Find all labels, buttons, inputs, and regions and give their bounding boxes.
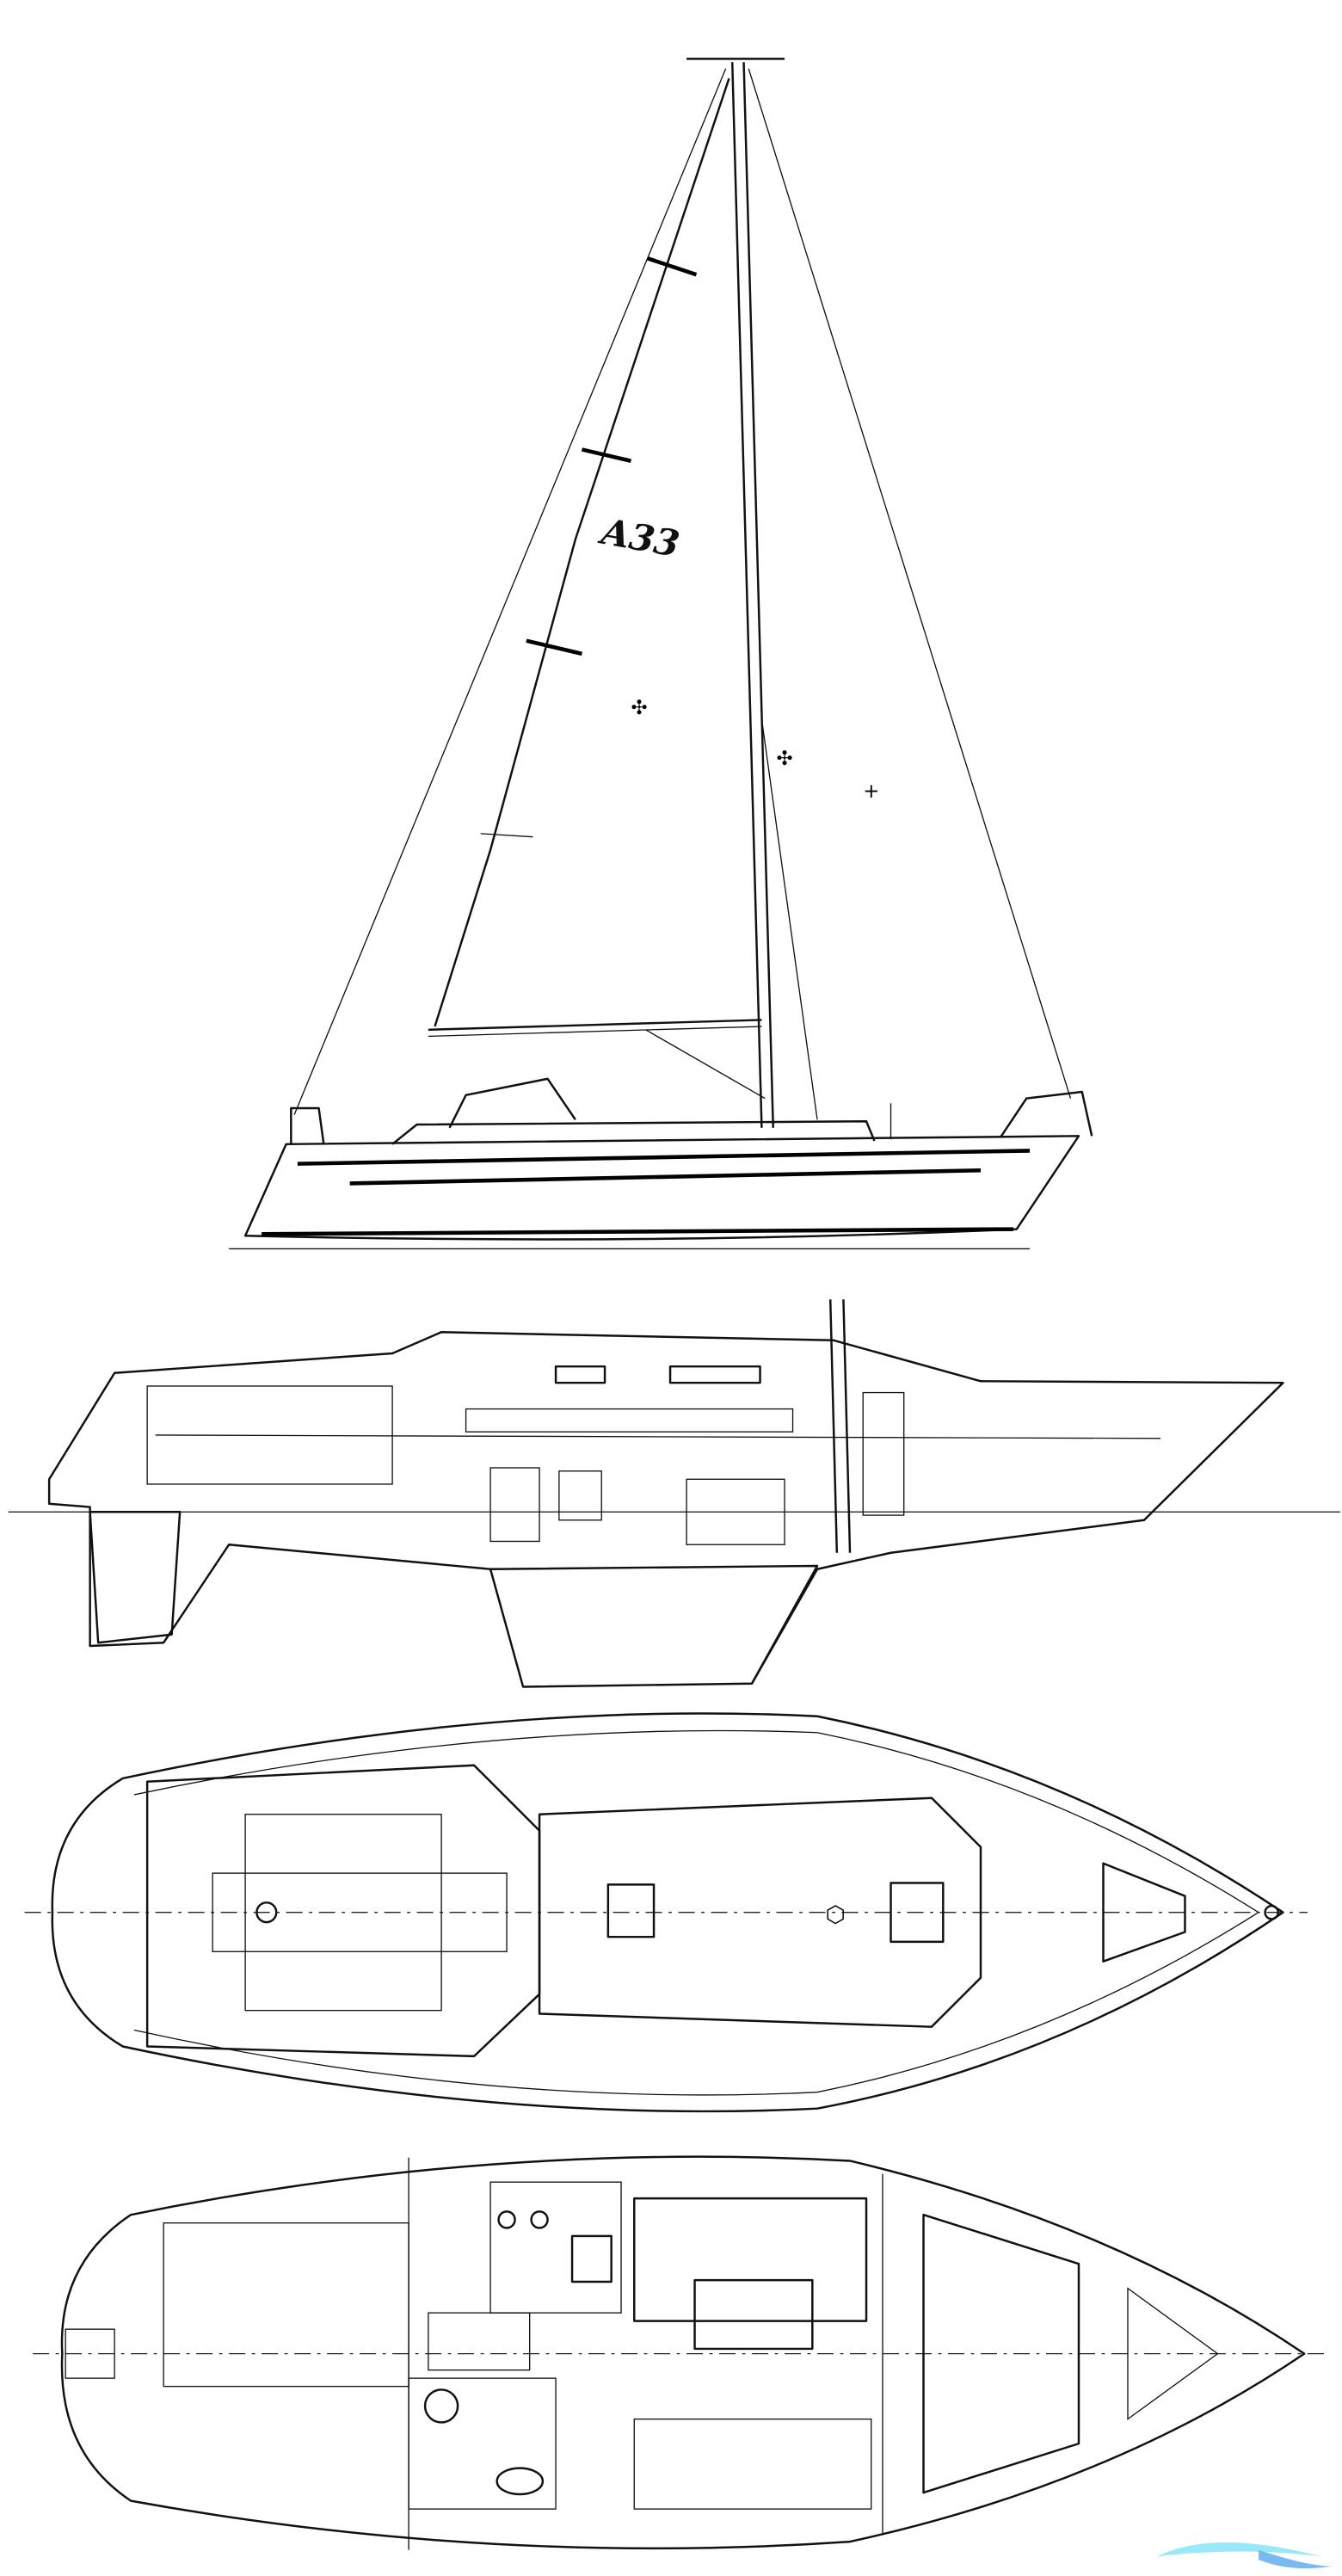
stove-burner xyxy=(530,2210,549,2229)
washbasin xyxy=(496,2467,545,2496)
sail-cross-mark: ✣ xyxy=(777,748,793,770)
hull-side xyxy=(243,1135,1080,1241)
mast xyxy=(731,62,763,1128)
boom xyxy=(428,1019,762,1032)
profile-cabinet xyxy=(489,1467,540,1543)
heads xyxy=(408,2377,557,2510)
galley xyxy=(489,2181,622,2314)
toe-rail xyxy=(133,1729,1260,2096)
profile-bulkhead xyxy=(862,1391,905,1516)
winch xyxy=(255,1901,278,1924)
boom-vang xyxy=(645,1029,766,1100)
backstay xyxy=(293,68,727,1115)
companionway-hatch xyxy=(606,1883,656,1938)
anchor-locker xyxy=(1102,1862,1186,1963)
profile-window xyxy=(554,1365,606,1384)
cockpit-seat xyxy=(244,1814,442,2012)
stern-pulpit xyxy=(290,1106,325,1144)
batten-1 xyxy=(646,256,698,277)
coachroof xyxy=(391,1119,876,1145)
sprayhood xyxy=(448,1077,576,1129)
sheer-stripe xyxy=(297,1149,1031,1166)
batten-3 xyxy=(526,638,582,656)
profile-table xyxy=(686,1478,785,1545)
sheer-stripe-2 xyxy=(349,1168,982,1186)
profile-hull xyxy=(47,1331,1284,1688)
watermark-wave xyxy=(1258,2549,1333,2569)
batten-4 xyxy=(480,833,533,838)
aft-cabin-berth xyxy=(163,2222,409,2388)
boot-stripe xyxy=(262,1227,1014,1236)
deck-outline xyxy=(51,1712,1284,2113)
profile-keel xyxy=(490,1564,819,1685)
cockpit-table xyxy=(212,1872,508,1952)
saloon-table xyxy=(693,2278,814,2351)
batten-2 xyxy=(581,447,631,463)
chain-locker xyxy=(1127,2287,1219,2420)
deck-mast-mark: ⬡ xyxy=(826,1901,846,1928)
saloon-settee xyxy=(633,2197,868,2322)
profile-rudder xyxy=(89,1511,182,1644)
watermark-logo xyxy=(1157,2542,1333,2569)
forepeak-berth xyxy=(922,2213,1080,2494)
interior-outline xyxy=(60,2155,1306,2550)
profile-mast-stub xyxy=(828,1299,839,1553)
wc xyxy=(423,2388,459,2424)
coachroof-outline xyxy=(538,1796,982,2028)
profile-deck xyxy=(155,1434,1160,1439)
deck-plan: ⬡ xyxy=(24,1712,1308,2113)
stern-locker xyxy=(65,2328,115,2379)
accommodation-plan xyxy=(33,2155,1324,2550)
profile-cockpit xyxy=(146,1385,393,1485)
bow-fitting xyxy=(1264,1904,1279,1920)
sail-cross-mark: + xyxy=(863,780,879,803)
profile-mast-stub-2 xyxy=(842,1299,852,1553)
forward-hatch xyxy=(890,1882,945,1944)
chart-table xyxy=(428,2312,531,2371)
sail-plan: A33 ✣ ✣ + xyxy=(229,58,1093,1250)
stove-burner xyxy=(497,2210,516,2229)
watermark-swoosh xyxy=(1157,2542,1321,2557)
sink xyxy=(570,2234,613,2283)
bow-pulpit xyxy=(999,1090,1093,1138)
saloon-settee-port xyxy=(633,2418,872,2510)
mainsail-leech xyxy=(434,77,730,1027)
inboard-profile xyxy=(8,1299,1340,1688)
profile-door xyxy=(558,1470,602,1521)
jib-leech xyxy=(760,718,818,1120)
cockpit-coaming xyxy=(145,1764,541,2058)
boom-lower xyxy=(428,1026,762,1038)
sail-logo: A33 xyxy=(595,509,683,565)
profile-window xyxy=(668,1365,761,1384)
mast-aft-line xyxy=(742,62,774,1128)
profile-portlight xyxy=(465,1408,794,1433)
sail-cross-mark: ✣ xyxy=(631,697,647,719)
forestay xyxy=(748,68,1072,1099)
